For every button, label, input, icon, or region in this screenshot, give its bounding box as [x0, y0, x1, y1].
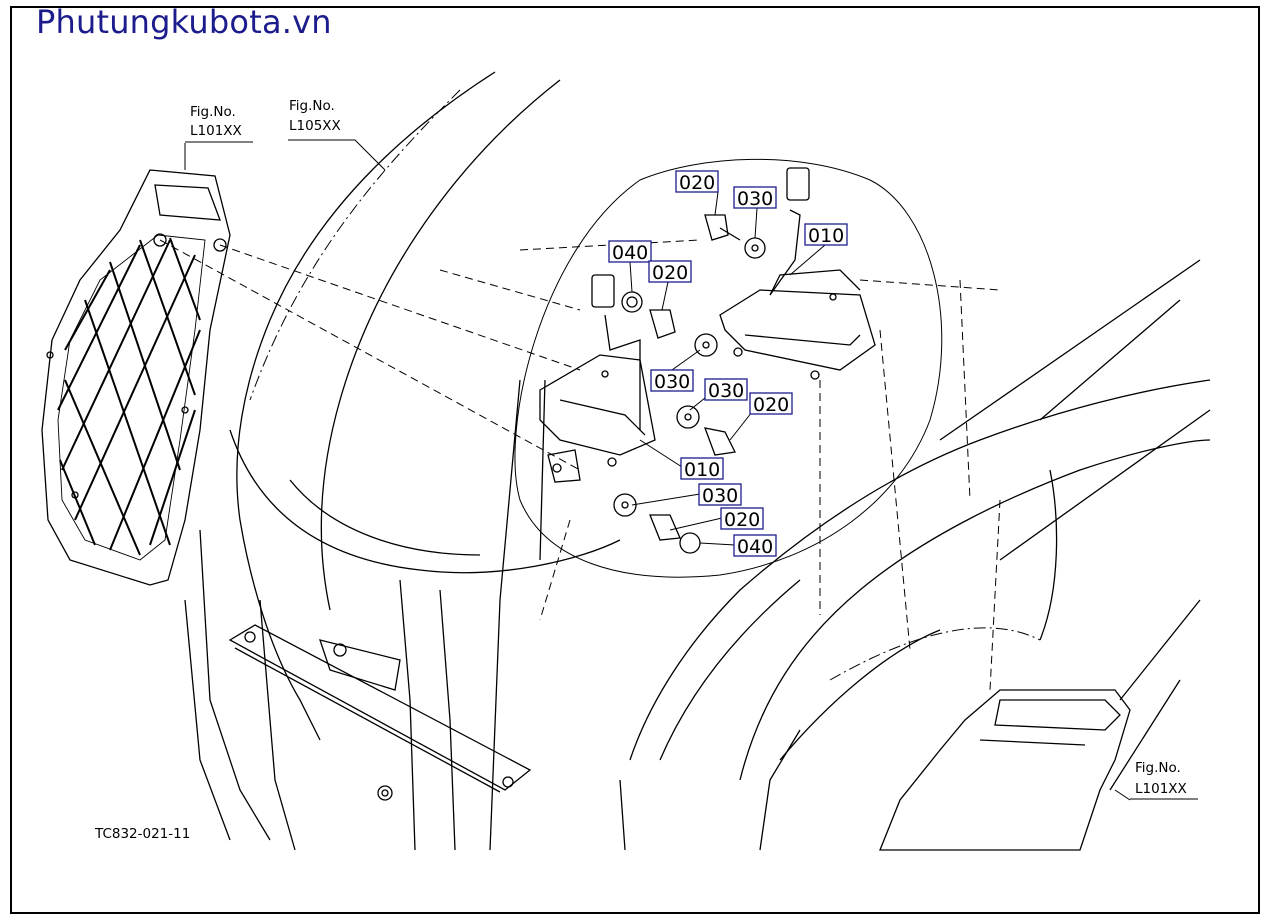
- svg-text:040: 040: [737, 536, 773, 558]
- cab-body-outline: [184, 71, 1211, 851]
- svg-text:020: 020: [753, 394, 789, 416]
- svg-text:010: 010: [684, 459, 720, 481]
- right-mesh-panel: [879, 689, 1131, 851]
- callout-030-c[interactable]: 030: [704, 378, 748, 402]
- fig-ref-middle-code: L105XX: [289, 118, 341, 134]
- svg-text:030: 030: [737, 188, 773, 210]
- callout-030-a[interactable]: 030: [733, 186, 777, 210]
- site-watermark: Phutungkubota.vn: [36, 3, 332, 41]
- svg-text:020: 020: [724, 509, 760, 531]
- svg-text:030: 030: [654, 371, 690, 393]
- light-assembly-upper: [719, 167, 876, 380]
- assembly-leaders: [159, 239, 1001, 691]
- drawing-frame: [10, 6, 1260, 914]
- callout-leaders: [184, 139, 1131, 801]
- svg-text:030: 030: [708, 380, 744, 402]
- svg-text:020: 020: [679, 172, 715, 194]
- svg-text:040: 040: [612, 242, 648, 264]
- callout-040-a[interactable]: 040: [608, 240, 652, 264]
- fig-ref-middle: Fig.No. L105XX: [289, 98, 341, 134]
- svg-text:030: 030: [702, 485, 738, 507]
- callout-020-b[interactable]: 020: [648, 260, 692, 284]
- fig-ref-right: Fig.No. L101XX: [1130, 760, 1198, 800]
- svg-text:010: 010: [808, 225, 844, 247]
- phantom-lines: [249, 89, 1041, 681]
- fig-ref-right-code: L101XX: [1135, 781, 1187, 797]
- fig-ref-left: Fig.No. L101XX: [185, 104, 253, 143]
- callout-010-a[interactable]: 010: [804, 223, 848, 247]
- part-callouts: 020 030 010 040 020 030 030 020: [608, 170, 848, 558]
- svg-text:020: 020: [652, 262, 688, 284]
- fig-ref-right-prefix: Fig.No.: [1135, 760, 1181, 776]
- callout-010-b[interactable]: 010: [680, 457, 724, 481]
- callout-020-c[interactable]: 020: [749, 392, 793, 416]
- callout-040-b[interactable]: 040: [733, 534, 777, 558]
- drawing-code: TC832-021-11: [94, 826, 190, 842]
- light-assembly-lower: [539, 274, 656, 483]
- fig-ref-middle-prefix: Fig.No.: [289, 98, 335, 114]
- mounting-bracket: [228, 624, 532, 801]
- fig-ref-left-prefix: Fig.No.: [190, 104, 236, 120]
- callout-020-d[interactable]: 020: [720, 507, 764, 531]
- callout-030-b[interactable]: 030: [650, 369, 694, 393]
- fig-ref-left-code: L101XX: [190, 123, 242, 139]
- fastener-parts: [613, 214, 766, 554]
- callout-030-d[interactable]: 030: [698, 483, 742, 507]
- left-mesh-panel: [41, 169, 231, 586]
- callout-020-a[interactable]: 020: [675, 170, 719, 194]
